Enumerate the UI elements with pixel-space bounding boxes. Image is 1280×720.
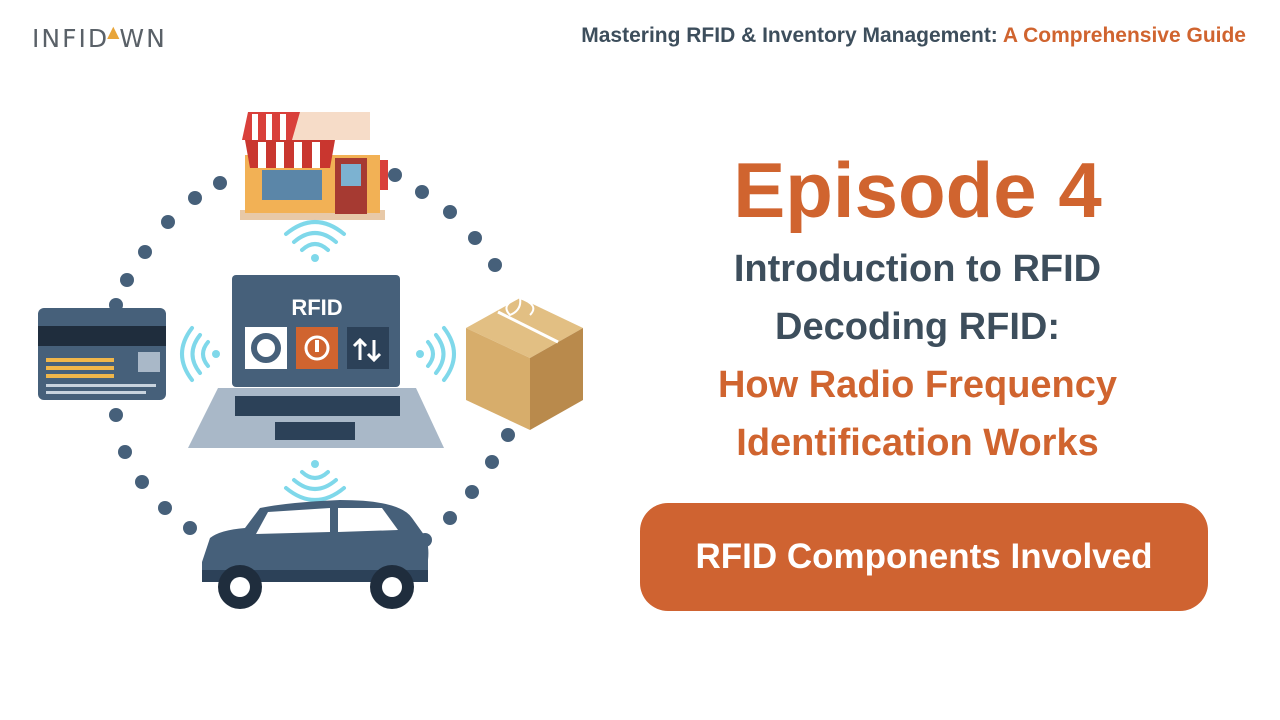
rfid-illustration: RFID	[38, 112, 583, 609]
brand-logo: INFID▲WN	[32, 22, 167, 53]
episode-line-3: How Radio Frequency	[717, 364, 1118, 406]
package-icon	[466, 296, 583, 430]
episode-line-4: Identification Works	[736, 422, 1099, 464]
episode-info: Episode 4 Introduction to RFID Decoding …	[640, 140, 1195, 472]
brand-name-post: WN	[119, 24, 167, 53]
laptop-icon	[188, 275, 444, 448]
brand-name-pre: INFID	[32, 24, 110, 53]
episode-line-2: Decoding RFID:	[775, 306, 1060, 348]
credit-card-icon	[38, 308, 166, 400]
signal-dot-top	[311, 254, 319, 262]
sun-icon: ▲	[107, 22, 122, 41]
dotted-ring	[109, 168, 515, 547]
signal-waves-bottom	[284, 470, 346, 502]
signal-waves-right	[426, 326, 456, 382]
signal-dot-left	[212, 350, 220, 358]
laptop-rfid-label: RFID	[291, 295, 342, 320]
signal-waves-left	[180, 326, 210, 382]
signal-dot-right	[416, 350, 424, 358]
series-title-accent: A Comprehensive Guide	[1002, 24, 1246, 47]
episode-number: Episode 4	[733, 146, 1102, 234]
series-title-main: Mastering RFID & Inventory Management:	[581, 24, 998, 47]
signal-waves-top	[284, 220, 346, 252]
signal-dot-bottom	[311, 460, 319, 468]
section-badge: RFID Components Involved	[640, 503, 1208, 611]
store-icon	[240, 112, 388, 220]
episode-line-1: Introduction to RFID	[733, 248, 1102, 290]
series-title: Mastering RFID & Inventory Management: A…	[581, 24, 1246, 48]
car-icon	[202, 500, 429, 609]
